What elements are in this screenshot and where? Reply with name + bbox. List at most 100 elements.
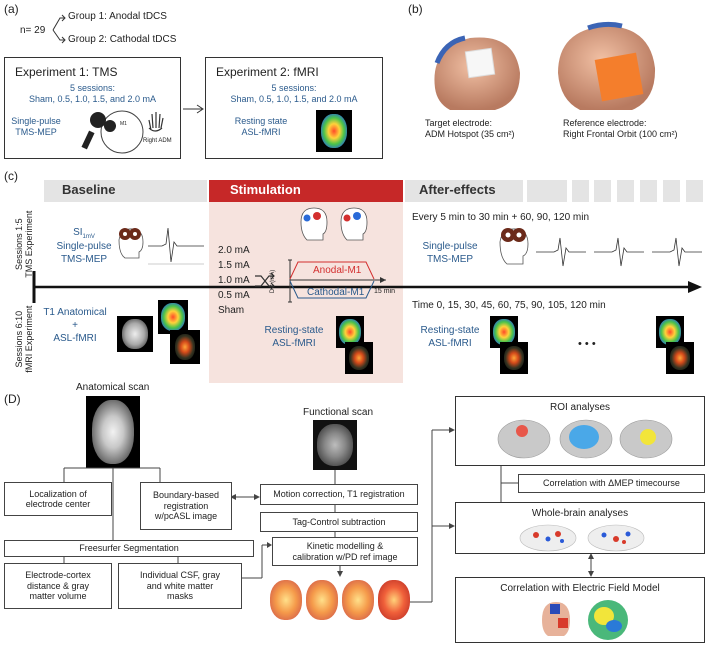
exp2-sessions-2: Sham, 0.5, 1.0, 1.5, and 2.0 mA bbox=[230, 94, 358, 104]
panel-d-label: (D) bbox=[4, 392, 21, 406]
hand-icon bbox=[148, 112, 164, 132]
exp2-sessions-1: 5 sessions: bbox=[271, 83, 317, 93]
reference-electrode-label-2: Right Frontal Orbit (100 cm²) bbox=[563, 129, 678, 139]
whole-brain-analyses-box: Whole-brain analyses bbox=[455, 502, 705, 554]
after-effects-label: After-effects bbox=[419, 182, 496, 197]
t1-anatomical-label: T1 Anatomical bbox=[43, 307, 107, 318]
panel-c-label: (c) bbox=[4, 169, 18, 183]
stimulation-label: Stimulation bbox=[230, 182, 301, 197]
after-tms-times: Every 5 min to 30 min + 60, 90, 120 min bbox=[412, 212, 590, 223]
after-asl-image-4 bbox=[666, 342, 694, 374]
t1-anatomical-image bbox=[117, 316, 153, 352]
correlation-mep-box: Correlation with ΔMEP timecourse bbox=[518, 474, 705, 493]
cbf-map-2 bbox=[306, 580, 338, 620]
whole-brain-title: Whole-brain analyses bbox=[531, 508, 629, 519]
cbf-map-3 bbox=[342, 580, 374, 620]
stim-head-cathodal-icon bbox=[340, 207, 368, 241]
cbf-map-4 bbox=[378, 580, 410, 620]
after-asl-image-2 bbox=[500, 342, 528, 374]
exp1-method-1: Single-pulse bbox=[11, 116, 61, 126]
stim-head-anodal-icon bbox=[300, 207, 328, 241]
exp2-method-2: ASL-fMRI bbox=[241, 127, 281, 137]
target-electrode-label-1: Target electrode: bbox=[425, 118, 493, 128]
experiment-arrow bbox=[183, 104, 204, 114]
target-electrode-label-2: ADM Hotspot (35 cm²) bbox=[425, 129, 515, 139]
dose-0-5: 0.5 mA bbox=[218, 290, 250, 301]
reference-electrode-label-1: Reference electrode: bbox=[563, 118, 647, 128]
after-fmri-times: Time 0, 15, 30, 45, 60, 75, 90, 105, 120… bbox=[412, 300, 606, 311]
experiment-1-box: Experiment 1: TMS 5 sessions: Sham, 0.5,… bbox=[4, 57, 181, 159]
experiment-2-box: Experiment 2: fMRI 5 sessions: Sham, 0.5… bbox=[205, 57, 383, 159]
dose-sham: Sham bbox=[218, 305, 245, 316]
anatomical-scan-image bbox=[86, 396, 140, 468]
exp2-method-1: Resting state bbox=[234, 116, 288, 126]
exp1-method-2: TMS-MEP bbox=[15, 127, 57, 137]
baseline-asl-image-2 bbox=[170, 330, 200, 364]
dose-1-5: 1.5 mA bbox=[218, 260, 250, 271]
after-single-pulse: Single-pulse bbox=[422, 241, 478, 252]
exp1-sessions-2: Sham, 0.5, 1.0, 1.5, and 2.0 mA bbox=[28, 94, 157, 104]
duration-label: 15 min bbox=[374, 288, 396, 295]
roi-brain-renderings bbox=[497, 419, 673, 459]
cathodal-m1-label: Cathodal-M1 bbox=[307, 287, 365, 298]
stim-asl-fmri: ASL-fMRI bbox=[272, 338, 316, 349]
group-2-label: Group 2: Cathodal tDCS bbox=[68, 34, 177, 45]
kinetic-modelling-box: Kinetic modelling &calibration w/PD ref … bbox=[272, 537, 418, 566]
after-resting-state: Resting-state bbox=[420, 325, 480, 336]
baseline-header: Baseline bbox=[44, 180, 207, 202]
baseline-mep-waveform bbox=[148, 227, 204, 265]
stim-resting-state: Resting-state bbox=[264, 325, 324, 336]
freesurfer-box: Freesurfer Segmentation bbox=[4, 540, 254, 557]
sample-size: n= 29 bbox=[20, 25, 46, 36]
stimulation-header: Stimulation bbox=[209, 180, 403, 202]
stim-asl-image-2 bbox=[345, 342, 373, 374]
tms-coil-head-icon bbox=[81, 110, 144, 154]
right-adm-label: Right ADM bbox=[143, 138, 172, 144]
reference-electrode-head-model bbox=[558, 21, 656, 110]
t1-asl-label: ASL-fMRI bbox=[53, 333, 97, 344]
dose-2-0: 2.0 mA bbox=[218, 245, 250, 256]
header-dash-4 bbox=[617, 180, 634, 202]
header-dash-3 bbox=[594, 180, 611, 202]
header-dash-6 bbox=[663, 180, 680, 202]
roi-analyses-box: ROI analyses bbox=[455, 396, 705, 466]
electric-field-title: Correlation with Electric Field Model bbox=[500, 583, 660, 594]
after-asl-image-3 bbox=[656, 316, 684, 348]
cbf-map-1 bbox=[270, 580, 302, 620]
dose-1-0: 1.0 mA bbox=[218, 275, 250, 286]
continuation-dots: • • • bbox=[578, 338, 596, 350]
functional-scan-title: Functional scan bbox=[303, 407, 374, 418]
tdcs-waveform bbox=[288, 259, 386, 303]
header-dash-1 bbox=[527, 180, 567, 202]
anodal-m1-label: Anodal-M1 bbox=[313, 265, 362, 276]
after-asl-fmri: ASL-fMRI bbox=[428, 338, 472, 349]
si-1mv-label: SI1mV bbox=[73, 227, 95, 240]
motion-correction-box: Motion correction, T1 registration bbox=[260, 484, 418, 505]
roi-analyses-title: ROI analyses bbox=[549, 402, 611, 413]
baseline-tms-mep: TMS-MEP bbox=[60, 254, 108, 265]
group-split-arrows bbox=[52, 14, 66, 44]
asl-brain-map-image bbox=[316, 110, 352, 152]
after-tms-head-icon bbox=[499, 228, 529, 265]
after-tms-mep: TMS-MEP bbox=[426, 254, 474, 265]
electric-field-box: Correlation with Electric Field Model bbox=[455, 577, 705, 643]
baseline-asl-image-1 bbox=[158, 300, 188, 334]
baseline-single-pulse: Single-pulse bbox=[56, 241, 112, 252]
experiment-1-title: Experiment 1: TMS bbox=[15, 65, 118, 79]
randomization-shuffle-icon bbox=[255, 272, 275, 290]
baseline-label: Baseline bbox=[62, 182, 116, 197]
timeline-axis bbox=[32, 271, 702, 303]
t1-plus-label: + bbox=[72, 320, 78, 331]
panel-a-label: (a) bbox=[4, 2, 19, 16]
after-mep-waveforms bbox=[536, 237, 702, 267]
m1-label: M1 bbox=[120, 121, 127, 127]
whole-brain-renderings bbox=[519, 524, 645, 552]
header-dash-5 bbox=[640, 180, 657, 202]
exp1-sessions-1: 5 sessions: bbox=[69, 83, 116, 93]
tag-control-box: Tag-Control subtraction bbox=[260, 512, 418, 532]
panel-b-label: (b) bbox=[408, 2, 423, 16]
header-dash-7 bbox=[686, 180, 703, 202]
